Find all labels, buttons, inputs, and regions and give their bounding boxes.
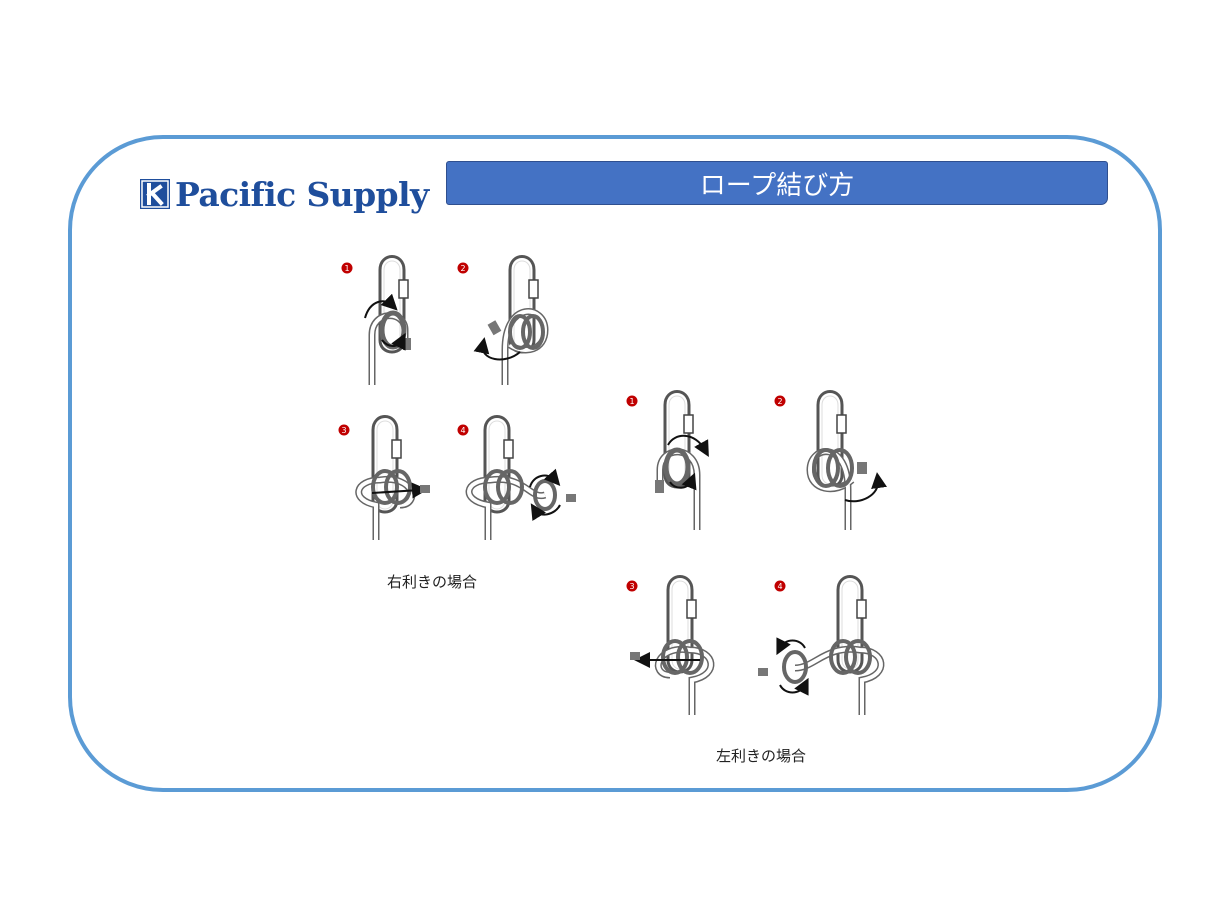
- step-badge: [457, 262, 469, 274]
- title-bar: ロープ結び方: [446, 161, 1108, 205]
- left-hand-step-2: 2: [774, 390, 887, 530]
- step-number: 4: [460, 426, 465, 435]
- step-badge: [774, 580, 786, 592]
- left-hand-caption: 左利きの場合: [716, 747, 807, 765]
- right-hand-step-3: 3: [338, 415, 430, 540]
- right-hand-step-4: 4: [457, 415, 576, 540]
- step-number: 1: [629, 397, 634, 406]
- step-badge: [774, 395, 786, 407]
- step-badge: [626, 395, 638, 407]
- company-logo: Pacific Supply: [140, 172, 429, 216]
- step-number: 3: [341, 426, 346, 435]
- step-badge: [457, 424, 469, 436]
- step-number: 2: [460, 264, 465, 273]
- left-hand-step-1: 1: [626, 390, 709, 530]
- right-hand-caption: 右利きの場合: [387, 573, 478, 591]
- page-title: ロープ結び方: [699, 170, 855, 201]
- content-frame: [68, 135, 1162, 792]
- left-hand-step-4: 4: [758, 575, 885, 715]
- step-badge: [338, 424, 350, 436]
- step-badge: [626, 580, 638, 592]
- step-number: 1: [344, 264, 349, 273]
- step-number: 3: [629, 582, 634, 591]
- logo-text: Pacific Supply: [175, 174, 429, 214]
- logo-mark-icon: [140, 179, 170, 209]
- step-number: 4: [777, 582, 782, 591]
- step-badge: [341, 262, 353, 274]
- step-number: 2: [777, 397, 782, 406]
- right-hand-step-1: 1: [341, 255, 411, 385]
- left-hand-step-3: 3: [626, 575, 715, 715]
- right-hand-step-2: 2: [457, 255, 549, 385]
